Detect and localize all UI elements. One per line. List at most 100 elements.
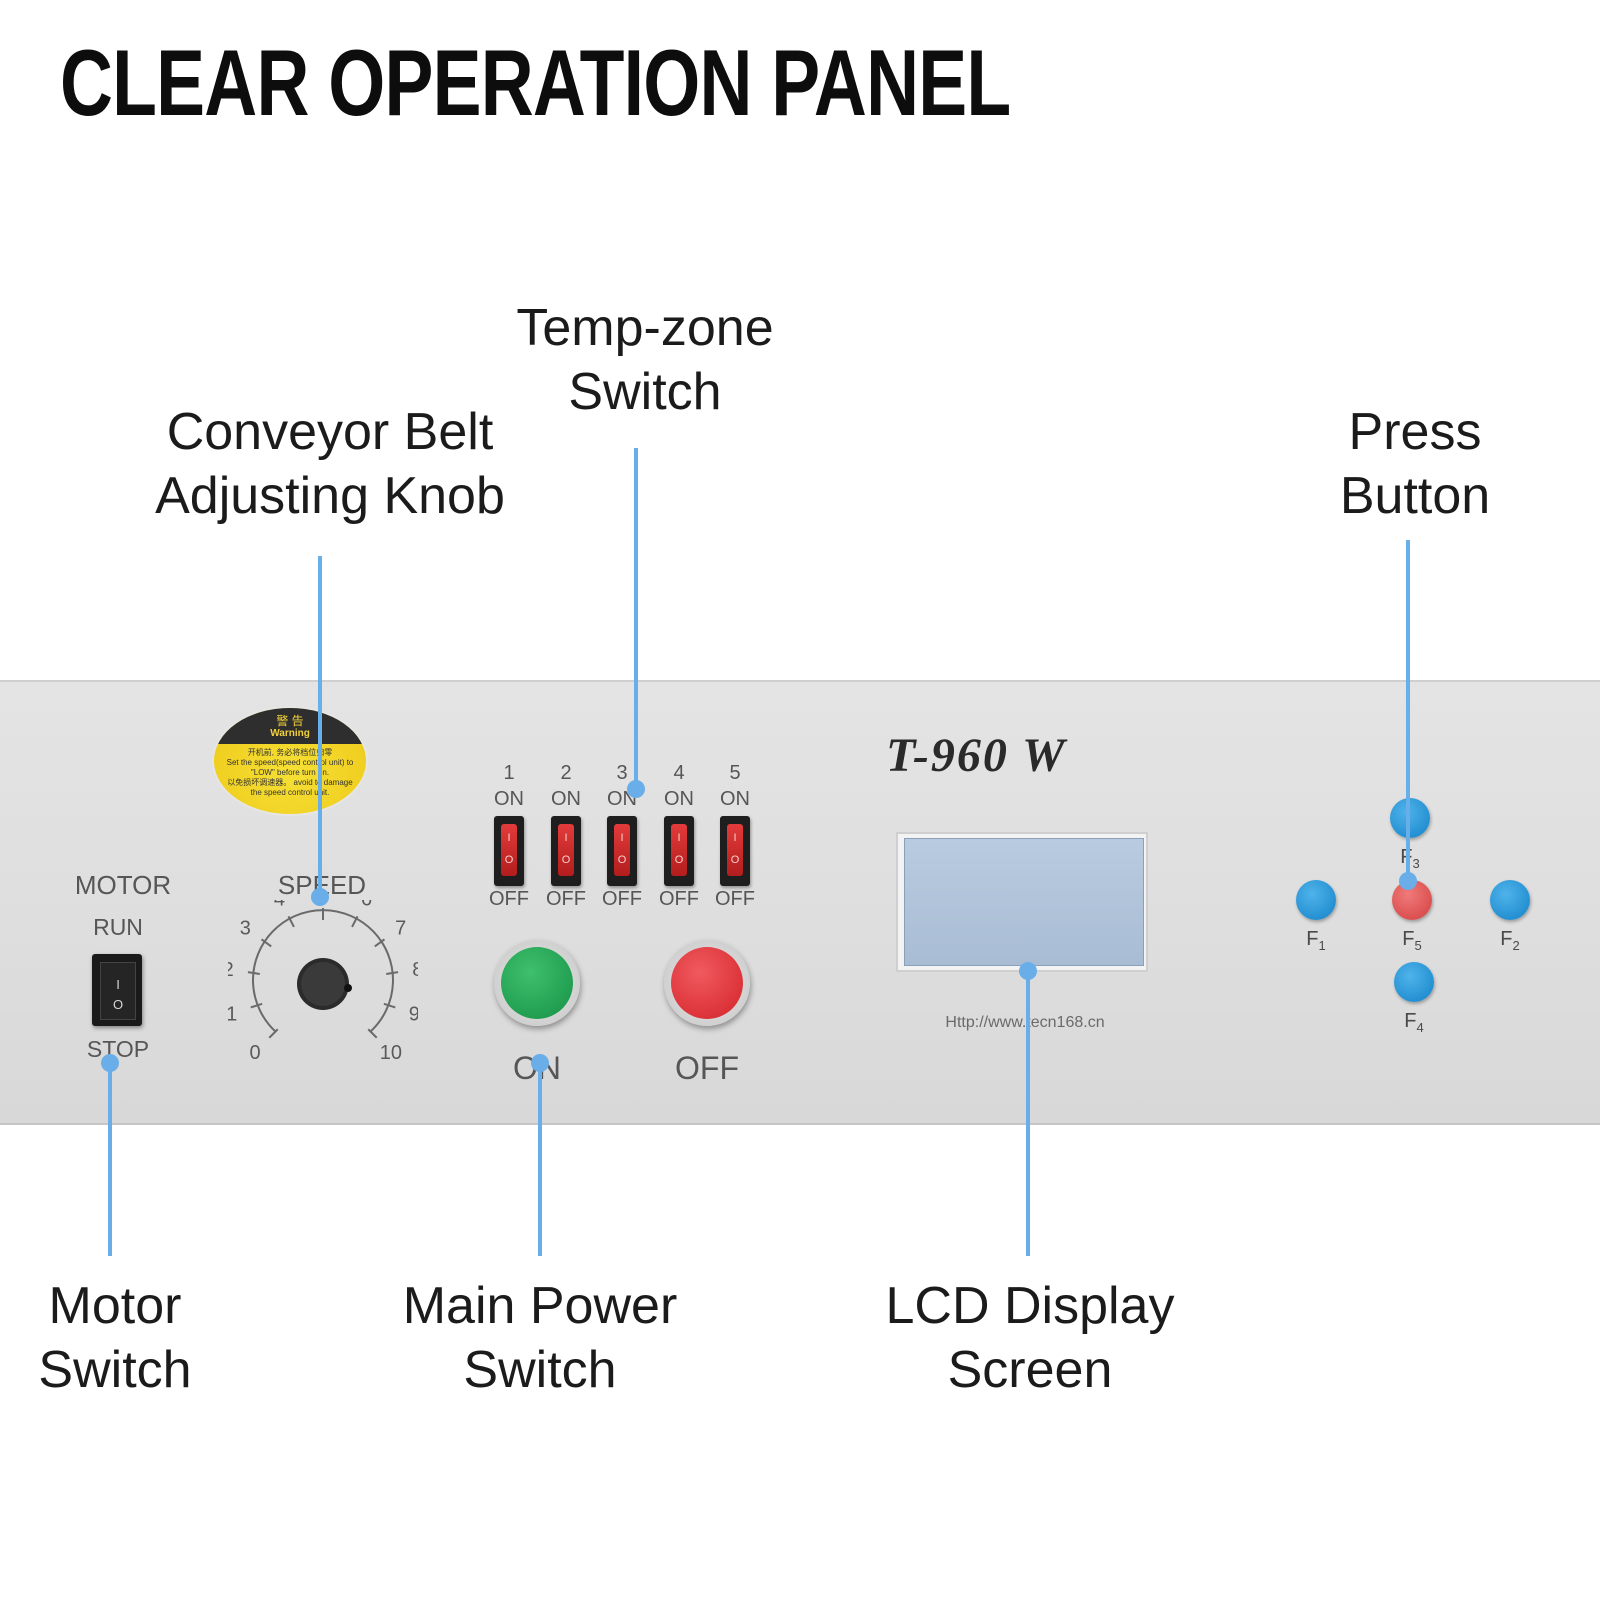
leader-dot-temp-zone — [627, 780, 645, 798]
leader-dot-motor — [101, 1054, 119, 1072]
zone-off-label: OFF — [546, 888, 586, 910]
callout-temp-zone-switch: Temp-zone Switch — [516, 299, 774, 421]
f2-label: F2 — [1500, 928, 1520, 953]
power-off-button[interactable] — [664, 940, 750, 1026]
speed-tick — [367, 1028, 378, 1039]
zone-on-glyph: I — [677, 832, 681, 844]
f4-label: F4 — [1404, 1010, 1424, 1035]
motor-run-label: RUN — [93, 914, 143, 940]
speed-tick-label: 0 — [250, 1042, 261, 1064]
zone-on-glyph: I — [620, 832, 624, 844]
zone-off-label: OFF — [715, 888, 755, 910]
motor-label: MOTOR — [74, 870, 172, 900]
speed-tick-label: 1 — [228, 1004, 237, 1026]
zone-number: 3 — [616, 762, 628, 784]
speed-tick-label: 3 — [240, 918, 251, 940]
zone-on-label: ON — [664, 788, 694, 810]
f3-button[interactable] — [1390, 798, 1430, 838]
zone-number: 4 — [673, 762, 685, 784]
leader-temp-zone — [634, 448, 638, 790]
zone-on-glyph: I — [564, 832, 568, 844]
speed-tick — [374, 938, 386, 948]
zone-number: 5 — [729, 762, 741, 784]
speed-tick-label: 2 — [228, 959, 234, 981]
power-off-label: OFF — [675, 1050, 739, 1086]
zone-off-label: OFF — [602, 888, 642, 910]
motor-rocker-switch[interactable]: I O — [92, 954, 142, 1026]
zone-number: 2 — [560, 762, 572, 784]
zone-on-label: ON — [551, 788, 581, 810]
zone-off-glyph: O — [617, 854, 627, 866]
speed-tick — [268, 1028, 279, 1039]
f4-button[interactable] — [1394, 962, 1434, 1002]
leader-conveyor — [318, 556, 322, 896]
speed-tick-label: 8 — [412, 959, 418, 981]
f2-button[interactable] — [1490, 880, 1530, 920]
zone-off-glyph: O — [504, 854, 514, 866]
callout-motor-switch: Motor Switch — [38, 1277, 192, 1399]
speed-tick — [250, 1002, 263, 1009]
warning-line-3: 以免损坏调速器。 avoid to damage the speed contr… — [227, 778, 353, 797]
f5-label: F5 — [1402, 928, 1422, 953]
motor-off-glyph: O — [112, 997, 124, 1012]
callout-lcd-display: LCD Display Screen — [885, 1277, 1175, 1399]
f3-label: F3 — [1400, 846, 1420, 871]
warning-title-cn: 警 告 — [276, 714, 304, 728]
power-on-button[interactable] — [494, 940, 580, 1026]
speed-tick — [247, 971, 260, 975]
zone-on-label: ON — [494, 788, 524, 810]
motor-stop-label: STOP — [86, 1036, 150, 1062]
warning-line-1: 开机前, 务必将档位归零 — [247, 748, 333, 757]
zone-on-label: ON — [720, 788, 750, 810]
f1-label: F1 — [1306, 928, 1326, 953]
page-title: CLEAR OPERATION PANEL — [60, 30, 1011, 135]
speed-dial[interactable]: 012345678910 — [228, 900, 418, 1070]
leader-main-power — [538, 1062, 542, 1256]
zone-off-label: OFF — [489, 888, 529, 910]
speed-tick-label: 7 — [395, 918, 406, 940]
leader-motor — [108, 1062, 112, 1256]
warning-title-en: Warning — [270, 728, 310, 739]
speed-tick — [383, 1002, 396, 1009]
leader-lcd — [1026, 970, 1030, 1256]
speed-tick — [287, 915, 295, 928]
zone-number: 1 — [503, 762, 515, 784]
speed-tick-label: 4 — [274, 900, 285, 910]
zone-on-glyph: I — [733, 832, 737, 844]
zone-off-glyph: O — [674, 854, 684, 866]
leader-dot-conveyor — [311, 888, 329, 906]
website-url: Http://www.tecn168.cn — [945, 1014, 1105, 1031]
leader-dot-main-power — [531, 1054, 549, 1072]
speed-tick-label: 9 — [409, 1004, 418, 1026]
motor-on-glyph: I — [116, 977, 120, 992]
callout-main-power-switch: Main Power Switch — [402, 1277, 678, 1399]
callout-conveyor-knob: Conveyor Belt Adjusting Knob — [155, 403, 505, 525]
f1-button[interactable] — [1296, 880, 1336, 920]
zone-off-label: OFF — [659, 888, 699, 910]
speed-tick-label: 6 — [361, 900, 372, 910]
speed-tick — [386, 971, 399, 975]
warning-sticker: 警 告 Warning 开机前, 务必将档位归零 Set the speed(s… — [212, 706, 368, 816]
zone-off-glyph: O — [730, 854, 740, 866]
speed-tick — [351, 915, 359, 928]
model-name: T-960 W — [886, 729, 1067, 782]
zone-off-glyph: O — [561, 854, 571, 866]
warning-text: 开机前, 务必将档位归零 Set the speed(speed control… — [224, 748, 356, 798]
lcd-display-screen — [904, 838, 1144, 966]
speed-tick-label: 10 — [380, 1042, 402, 1064]
warning-line-2: Set the speed(speed control unit) to "LO… — [226, 758, 354, 777]
speed-tick — [260, 938, 272, 948]
leader-dot-lcd — [1019, 962, 1037, 980]
callout-press-button: Press Button — [1339, 403, 1491, 525]
leader-press-button — [1406, 540, 1410, 880]
